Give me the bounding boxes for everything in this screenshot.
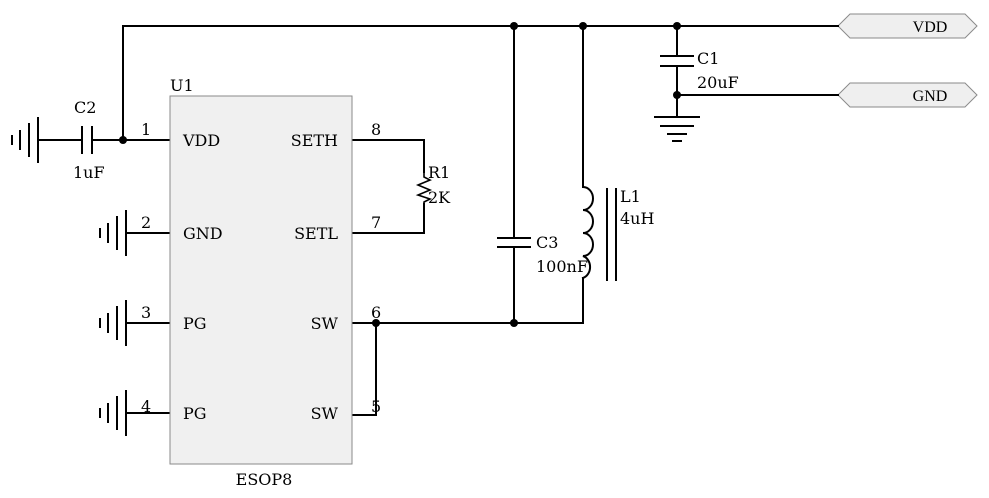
pin-number-5: 5 <box>371 397 381 416</box>
vdd-net-port: VDD <box>837 13 978 39</box>
pin-name-5: SW <box>311 404 339 423</box>
gnd-net-label: GND <box>913 88 948 105</box>
c2-value: 1uF <box>73 163 105 182</box>
ground-icon <box>654 116 700 142</box>
ic-ref: U1 <box>170 76 194 95</box>
capacitor-c3: C3 100nF <box>497 233 588 276</box>
pin-number-3: 3 <box>141 303 151 322</box>
c1-ref: C1 <box>697 49 719 68</box>
inductor-l1: L1 4uH <box>581 185 654 281</box>
ground-icon <box>11 117 39 163</box>
pin-number-7: 7 <box>371 213 381 232</box>
c3-ref: C3 <box>536 233 558 252</box>
capacitor-c1: C1 20uF <box>660 49 739 92</box>
l1-value: 4uH <box>620 209 654 228</box>
pin-name-7: SETL <box>294 224 338 243</box>
pin-name-4: PG <box>183 404 207 423</box>
capacitor-c2: C2 1uF <box>73 98 105 182</box>
resistor-r1: R1 2K <box>415 163 451 207</box>
r1-value: 2K <box>428 188 451 207</box>
l1-ref: L1 <box>620 187 641 206</box>
pin-name-1: VDD <box>182 131 220 150</box>
pin-number-4: 4 <box>141 397 151 416</box>
pin-number-1: 1 <box>141 120 151 139</box>
pin-number-2: 2 <box>141 213 151 232</box>
pin-name-8: SETH <box>291 131 338 150</box>
ground-icon <box>99 390 127 436</box>
ground-icon <box>99 210 127 256</box>
pin-name-3: PG <box>183 314 207 333</box>
c2-ref: C2 <box>74 98 96 117</box>
inductor-icon <box>581 185 594 280</box>
ground-icon <box>99 300 127 346</box>
ic-package: ESOP8 <box>236 470 293 489</box>
c3-value: 100nF <box>536 257 588 276</box>
gnd-net-port: GND <box>837 82 978 108</box>
vdd-net-label: VDD <box>913 19 948 36</box>
c1-value: 20uF <box>697 73 739 92</box>
junctions <box>119 22 681 327</box>
pin-name-6: SW <box>311 314 339 333</box>
r1-ref: R1 <box>428 163 450 182</box>
resistor-icon <box>415 172 433 204</box>
pin-number-6: 6 <box>371 303 381 322</box>
pin-number-8: 8 <box>371 120 381 139</box>
ic-u1: U1 ESOP8 VDD GND PG PG SETH SETL SW SW 1… <box>141 76 381 489</box>
pin-name-2: GND <box>183 224 223 243</box>
